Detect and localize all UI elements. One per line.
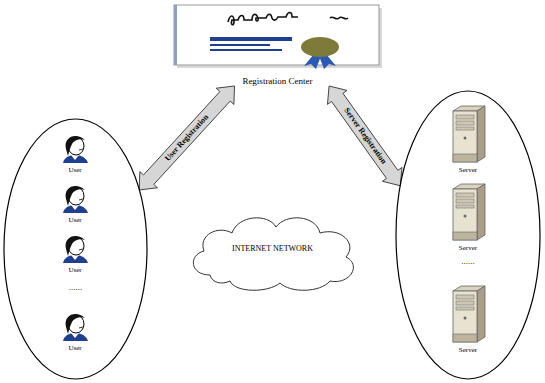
- user-label: User: [68, 166, 81, 174]
- ellipsis: ......: [461, 256, 475, 266]
- server-drawing: [443, 104, 493, 174]
- drive-bay: [456, 205, 474, 208]
- user-collar: [71, 333, 79, 338]
- user-shoulders: [63, 205, 88, 213]
- arrow-label: User Registration: [162, 111, 213, 165]
- user-label: User: [68, 216, 81, 224]
- drive-bay: [456, 115, 474, 119]
- text-bar: [210, 44, 270, 46]
- registration-arrow: [327, 86, 401, 186]
- arrow-label: Server Registration: [340, 104, 389, 167]
- user-hair: [66, 136, 85, 156]
- seal: [301, 37, 339, 57]
- paper-edge: [174, 5, 177, 65]
- user-shoulders: [63, 333, 88, 341]
- user-icon: User: [55, 232, 95, 274]
- text-bar: [210, 37, 292, 41]
- internet-cloud: INTERNET NETWORK: [180, 205, 365, 293]
- server-side: [477, 286, 485, 342]
- power-led: [464, 137, 467, 140]
- cert-drawing: [170, 4, 385, 86]
- user-collar: [71, 205, 79, 210]
- group-outline: [4, 119, 147, 379]
- drive-bay: [456, 301, 474, 305]
- user-hair: [66, 186, 85, 206]
- server-label: Server: [459, 166, 477, 174]
- user-shoulders: [63, 255, 88, 263]
- center-label: Registration Center: [242, 76, 312, 86]
- user-hair: [66, 236, 85, 256]
- cloud-label: INTERNET NETWORK: [232, 244, 313, 253]
- server-side: [477, 184, 485, 240]
- user-label: User: [68, 266, 81, 274]
- registration-center: Registration Center: [170, 4, 385, 86]
- power-led: [464, 317, 467, 320]
- server-icon: Server: [443, 182, 493, 252]
- server-front: [453, 189, 477, 240]
- cloud-outline: [193, 218, 353, 290]
- drive-bay: [456, 193, 474, 197]
- user-group: ......UserUserUserUser: [3, 118, 148, 380]
- server-front: [453, 291, 477, 342]
- script-squiggle: [228, 13, 348, 25]
- server-base: [453, 232, 477, 240]
- user-icon: User: [55, 310, 95, 352]
- server-group: ......ServerServerServer: [395, 90, 541, 380]
- user-collar: [71, 255, 79, 260]
- user-label: User: [68, 344, 81, 352]
- group-outline: [396, 91, 540, 379]
- server-drawing: [443, 284, 493, 354]
- user-collar: [71, 155, 79, 160]
- text-bar: [210, 49, 282, 51]
- server-label: Server: [459, 346, 477, 354]
- paper: [174, 5, 379, 65]
- server-drawing: [443, 182, 493, 252]
- server-base: [453, 334, 477, 342]
- drive-bay: [456, 121, 474, 125]
- server-label: Server: [459, 244, 477, 252]
- user-mouth: [79, 327, 83, 328]
- drive-bay: [456, 127, 474, 130]
- drive-bay: [456, 307, 474, 310]
- user-icon: User: [55, 182, 95, 224]
- server-base: [453, 154, 477, 162]
- user-mouth: [79, 249, 83, 250]
- user-mouth: [79, 149, 83, 150]
- power-led: [464, 215, 467, 218]
- drive-bay: [456, 295, 474, 299]
- server-side: [477, 106, 485, 162]
- drive-bay: [456, 199, 474, 203]
- server-icon: Server: [443, 104, 493, 174]
- user-hair: [66, 314, 85, 334]
- server-front: [453, 111, 477, 162]
- registration-arrow: [139, 86, 234, 190]
- user-shoulders: [63, 155, 88, 163]
- ellipsis: ......: [69, 282, 83, 292]
- server-icon: Server: [443, 284, 493, 354]
- user-mouth: [79, 199, 83, 200]
- user-icon: User: [55, 132, 95, 174]
